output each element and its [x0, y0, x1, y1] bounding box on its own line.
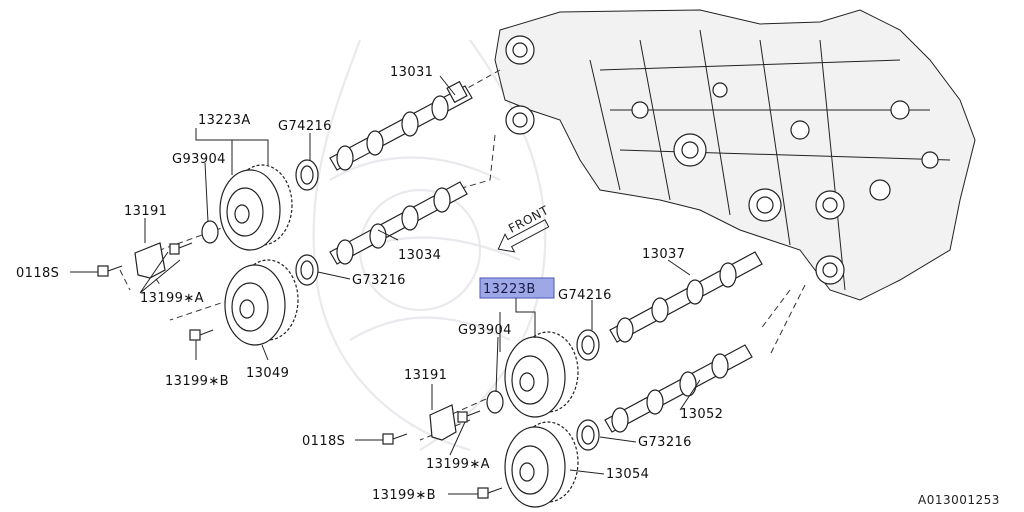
selected-part-highlight[interactable] [479, 277, 555, 299]
label-13034[interactable]: 13034 [398, 248, 441, 263]
label-13191-bot[interactable]: 13191 [404, 368, 447, 383]
sprocket-13049 [224, 259, 299, 346]
label-13054[interactable]: 13054 [606, 467, 649, 482]
oil-seal-g74216-top [295, 159, 319, 191]
leader-lines [70, 75, 701, 495]
label-g93904-bot[interactable]: G93904 [458, 323, 512, 338]
camshaft-13034 [329, 181, 468, 265]
oil-seal-g73216-bot [576, 419, 600, 451]
o-ring-g93904-bot [486, 390, 504, 414]
label-13052[interactable]: 13052 [680, 407, 723, 422]
bolt-13199b-top [189, 329, 214, 341]
label-g74216-top[interactable]: G74216 [278, 119, 332, 134]
bolt-13199b-bot [477, 487, 503, 499]
label-g74216-bot[interactable]: G74216 [558, 288, 612, 303]
bolt-13199a-top [169, 242, 193, 255]
sprocket-13054 [504, 421, 579, 508]
label-0118s-bot[interactable]: 0118S [302, 434, 345, 449]
label-g73216-top[interactable]: G73216 [352, 273, 406, 288]
sprocket-13223a [219, 164, 293, 251]
front-arrow: FRONT [497, 203, 551, 253]
bolt-0118s-top [97, 265, 123, 277]
label-13199a-bot[interactable]: 13199∗A [426, 457, 490, 472]
camshaft-13031 [329, 80, 473, 171]
label-13037[interactable]: 13037 [642, 247, 685, 262]
camshaft-13037 [609, 251, 763, 343]
label-g73216-bot[interactable]: G73216 [638, 435, 692, 450]
sprocket-13223b [504, 331, 579, 418]
figure-code: A013001253 [918, 493, 1000, 507]
oil-seal-g74216-bot [576, 329, 600, 361]
o-ring-g93904-top [201, 220, 219, 244]
label-13199b-top[interactable]: 13199∗B [165, 374, 229, 389]
label-g93904-top[interactable]: G93904 [172, 152, 226, 167]
label-13049[interactable]: 13049 [246, 366, 289, 381]
label-13031[interactable]: 13031 [390, 65, 433, 80]
bolt-13199a-bot [457, 410, 481, 423]
oil-seal-g73216-top [295, 254, 319, 286]
label-0118s-top[interactable]: 0118S [16, 266, 59, 281]
plate-13191-bot [429, 404, 457, 441]
plate-13191-top [134, 242, 166, 279]
label-13223b[interactable]: 13223B [483, 282, 536, 297]
cylinder-head-block [494, 9, 976, 301]
label-13199a-top[interactable]: 13199∗A [140, 291, 204, 306]
label-13191-top[interactable]: 13191 [124, 204, 167, 219]
camshaft-13052 [604, 344, 753, 433]
label-13199b-bot[interactable]: 13199∗B [372, 488, 436, 503]
label-13223a[interactable]: 13223A [198, 113, 251, 128]
bolt-0118s-bot [382, 433, 408, 445]
